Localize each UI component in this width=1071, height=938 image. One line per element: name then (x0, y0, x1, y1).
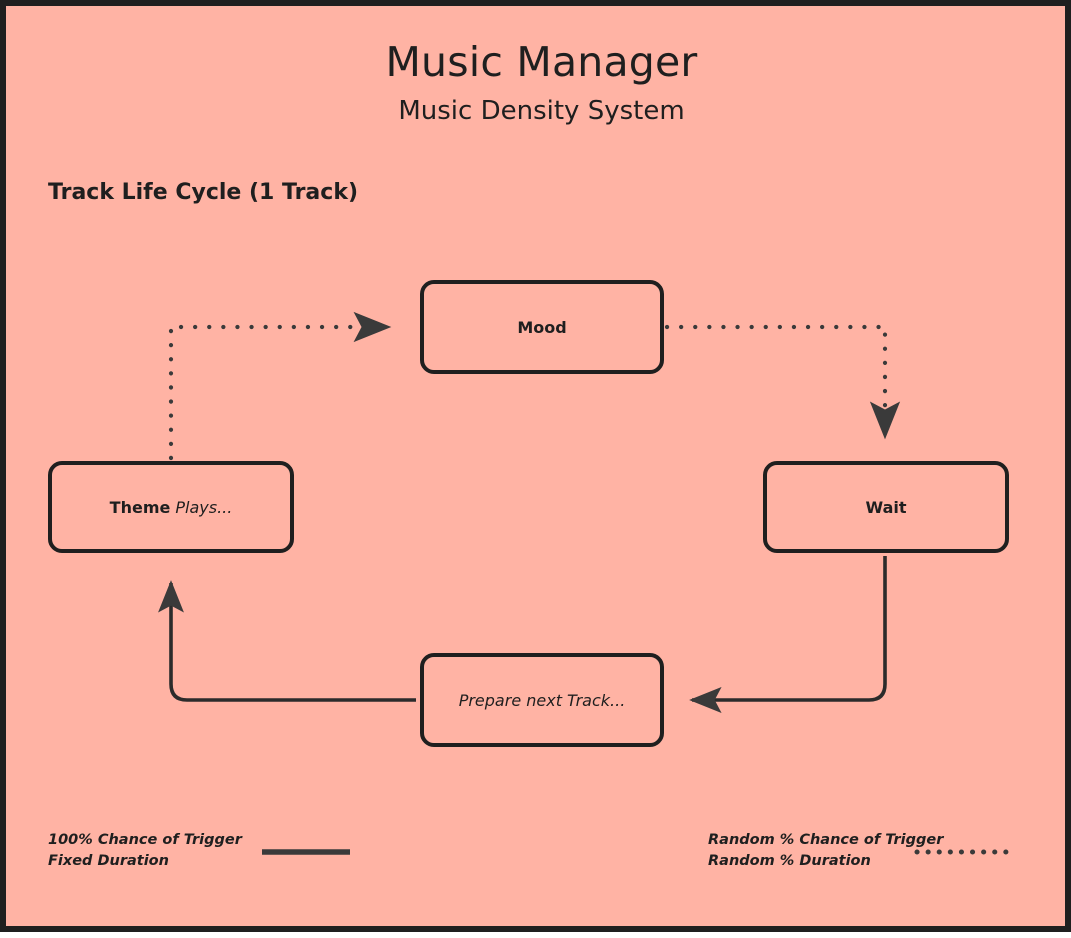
page-subtitle: Music Density System (398, 96, 685, 126)
section-heading: Track Life Cycle (1 Track) (48, 180, 359, 205)
node-theme-label-italic: Plays... (175, 497, 233, 517)
edge-wait-to-prepare (689, 556, 887, 713)
legend-solid-text: 100% Chance of Trigger Fixed Duration (48, 830, 242, 872)
legend-solid-line1: 100% Chance of Trigger (48, 832, 242, 848)
node-theme-label-bold: Theme (109, 497, 171, 517)
node-mood[interactable]: Mood (420, 280, 664, 374)
edge-prepare-to-theme (158, 580, 416, 702)
node-prepare[interactable]: Prepare next Track... (420, 653, 664, 747)
legend-dotted: Random % Chance of Trigger Random % Dura… (708, 830, 1010, 872)
legend-solid-line2: Fixed Duration (48, 853, 169, 869)
legend-dotted-line1: Random % Chance of Trigger (708, 832, 944, 848)
node-theme[interactable]: Theme Plays... (48, 461, 294, 553)
edge-theme-to-mood (168, 311, 392, 461)
edge-layer (158, 311, 901, 713)
legend-dotted-text: Random % Chance of Trigger Random % Dura… (708, 830, 943, 872)
node-wait-label: Wait (865, 497, 907, 517)
solid-line-sample-icon (262, 849, 350, 855)
legend-solid: 100% Chance of Trigger Fixed Duration (48, 830, 350, 872)
node-mood-label: Mood (517, 317, 567, 337)
edge-mood-to-wait (664, 324, 901, 440)
node-prepare-label: Prepare next Track... (458, 690, 626, 710)
page-title: Music Manager (385, 38, 698, 86)
dotted-line-sample-icon (914, 849, 1010, 855)
legend-dotted-line2: Random % Duration (708, 853, 871, 869)
node-wait[interactable]: Wait (763, 461, 1009, 553)
